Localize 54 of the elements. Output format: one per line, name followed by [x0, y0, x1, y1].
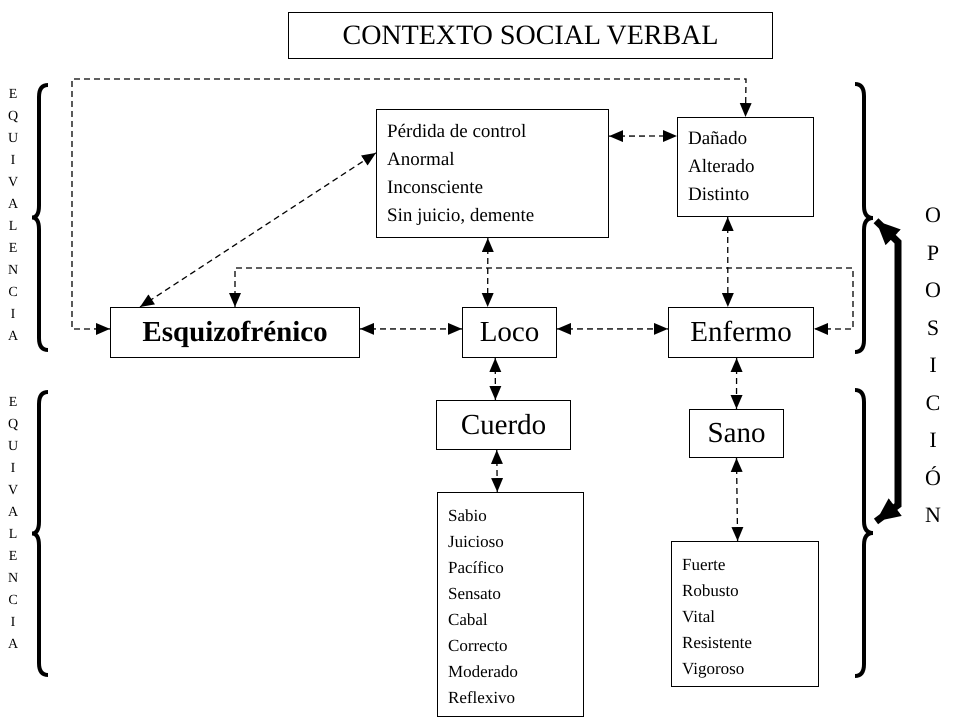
word-list-box	[671, 541, 819, 687]
node-text: Sano	[708, 419, 766, 448]
dashed-arrow	[229, 267, 854, 335]
dashed-arrow	[482, 238, 494, 307]
node-text: Moderado	[448, 661, 518, 683]
dashed-arrow	[557, 322, 668, 335]
node-text: Pérdida de control	[387, 120, 526, 144]
term-box	[436, 400, 571, 450]
node-text: Sin juicio, demente	[387, 204, 534, 228]
node-text: Correcto	[448, 635, 508, 657]
node-text: Pacífico	[448, 557, 504, 579]
dashed-arrow	[71, 78, 752, 335]
node-text: Vigoroso	[682, 658, 744, 680]
node-text: Vital	[682, 606, 715, 628]
node-text: Cuerdo	[460, 410, 546, 440]
term-box	[462, 307, 557, 358]
node-text: Sabio	[448, 505, 487, 527]
thick-dashed-arrow	[874, 218, 902, 524]
node-text: Sensato	[448, 583, 501, 605]
term-box	[110, 307, 360, 358]
dashed-arrow	[360, 322, 462, 335]
word-list-box	[437, 492, 584, 717]
node-text: Alterado	[688, 155, 754, 179]
node-text: Resistente	[682, 632, 752, 654]
node-text: Anormal	[387, 148, 455, 172]
node-text: Dañado	[688, 127, 748, 151]
node-text: Cabal	[448, 609, 488, 631]
node-text: Loco	[480, 318, 540, 347]
node-text: Esquizofrénico	[142, 318, 328, 347]
node-text: Juicioso	[448, 531, 504, 553]
dashed-arrow	[722, 217, 734, 307]
vertical-label: OPOSICIÓN	[924, 201, 942, 529]
dashed-arrow	[609, 130, 677, 142]
node-text: Robusto	[682, 580, 739, 602]
curly-brace	[852, 82, 876, 354]
dashed-arrow	[140, 152, 376, 308]
curly-brace	[852, 388, 876, 678]
node-text: Fuerte	[682, 554, 726, 576]
node-text: Reflexivo	[448, 687, 516, 709]
node-text: Enfermo	[690, 318, 792, 347]
word-list-box	[376, 109, 609, 238]
term-box	[668, 307, 814, 358]
term-box	[689, 409, 784, 458]
node-text: Distinto	[688, 183, 750, 207]
dashed-arrow	[489, 358, 502, 400]
word-list-box	[677, 117, 814, 217]
vertical-label: EQUIVALENCIA	[6, 394, 20, 654]
dashed-arrow	[730, 358, 743, 409]
node-text: CONTEXTO SOCIAL VERBAL	[342, 22, 718, 50]
node-text: Inconsciente	[387, 176, 484, 200]
dashed-arrow	[490, 450, 504, 492]
dashed-arrow	[730, 458, 744, 541]
title-box	[288, 12, 773, 59]
vertical-label: EQUIVALENCIA	[6, 86, 20, 346]
